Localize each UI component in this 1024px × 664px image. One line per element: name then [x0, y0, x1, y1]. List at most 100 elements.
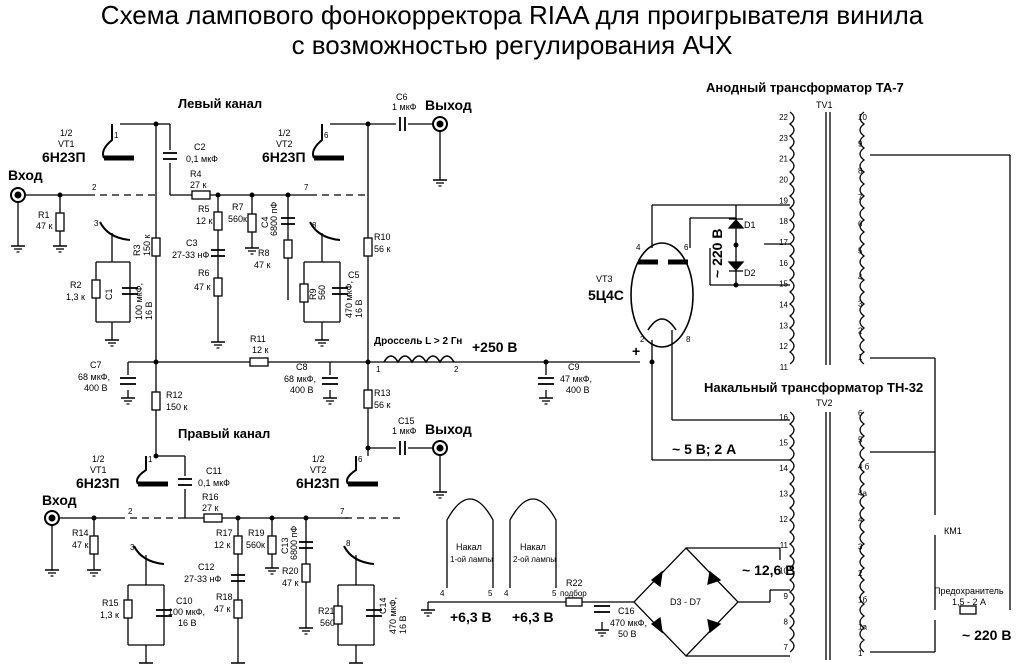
- c7-value2: 400 В: [84, 383, 108, 393]
- right-vt1-name: VT1: [90, 465, 107, 475]
- c12-label: C12: [198, 562, 215, 572]
- r16-value: 27 к: [202, 503, 219, 513]
- svg-text:4: 4: [504, 589, 509, 598]
- c11-label: C11: [206, 466, 222, 476]
- r18-value: 47 к: [214, 604, 231, 614]
- ac12-label: ~ 12,6 В: [742, 562, 795, 578]
- tv1-right-pin: 4: [858, 273, 863, 282]
- svg-text:3: 3: [130, 543, 135, 552]
- r3-body: [151, 237, 161, 257]
- km1-label: КМ1: [944, 526, 962, 536]
- c7-label: C7: [90, 360, 102, 370]
- svg-text:2: 2: [640, 335, 645, 344]
- r20-body: [301, 563, 311, 583]
- v63b-label: +6,3 В: [512, 609, 554, 625]
- d1-label: D1: [744, 220, 756, 230]
- tv1-right-pin: 8: [858, 166, 863, 175]
- svg-text:1: 1: [376, 365, 381, 374]
- c5-label: C5: [348, 270, 360, 280]
- svg-text:2: 2: [92, 183, 97, 192]
- ac220-vertical-label: ~ 220 В: [709, 229, 725, 278]
- tv1-left-pin: 20: [779, 176, 788, 185]
- r13-label: R13: [374, 388, 391, 398]
- tv2-left-pin: 9: [784, 592, 789, 601]
- c8-value2: 400 В: [290, 385, 314, 395]
- fuse-line1: Предохранитель: [934, 586, 1004, 596]
- c16-label: C16: [618, 606, 635, 616]
- c11-value: 0,1 мкФ: [198, 478, 230, 488]
- c1-value2: 16 В: [144, 301, 154, 320]
- r14-value: 47 к: [72, 540, 89, 550]
- c6-value: 1 мкФ: [392, 102, 417, 112]
- r21-value: 560: [320, 618, 335, 628]
- tv1-right-pin: 7: [858, 193, 863, 202]
- filament-transformer-heading: Накальный трансформатор ТН-32: [704, 380, 923, 395]
- c8-value: 68 мкФ,: [284, 374, 316, 384]
- r7-value: 560к: [228, 214, 247, 224]
- r21-label: R21: [318, 606, 335, 616]
- svg-text:2: 2: [454, 365, 459, 374]
- r15-body: [123, 599, 133, 619]
- r19-body: [267, 535, 277, 555]
- c10-label: C10: [176, 596, 193, 606]
- r5-label: R5: [198, 204, 210, 214]
- left-input-label: Вход: [8, 167, 43, 183]
- r20-label: R20: [282, 566, 299, 576]
- r6-value: 47 к: [194, 282, 211, 292]
- tv1-left-pin: 11: [780, 363, 789, 372]
- svg-text:7: 7: [304, 183, 309, 192]
- b-plus-label: +250 В: [472, 339, 518, 355]
- r11-value: 12 к: [252, 345, 269, 355]
- r8-body: [283, 239, 293, 259]
- left-vt1-type: 6Н23П: [42, 149, 86, 165]
- r13-value: 56 к: [374, 400, 391, 410]
- c9-label: C9: [568, 362, 580, 372]
- tv2-label: TV2: [816, 398, 833, 408]
- c8-label: C8: [296, 362, 308, 372]
- fuse-body: [959, 605, 977, 615]
- tv2-left-pin: 15: [779, 439, 788, 448]
- r2-body: [91, 279, 101, 299]
- tv2-right-pin: 3: [858, 542, 863, 551]
- heater1-line1: Накал: [456, 542, 482, 552]
- r19-label: R19: [248, 528, 265, 538]
- c13-label: C13: [280, 537, 290, 554]
- r12-label: R12: [166, 390, 183, 400]
- r15-value: 1,3 к: [100, 610, 119, 620]
- svg-text:5: 5: [488, 589, 493, 598]
- c14-value2: 16 В: [398, 615, 408, 634]
- r21-body: [333, 605, 343, 625]
- r2-value: 1,3 к: [66, 292, 85, 302]
- right-vt2-ref: 1/2: [312, 454, 325, 464]
- r9-label: R9: [308, 288, 318, 300]
- c16-value: 470 мкФ,: [610, 618, 647, 628]
- vt3-type: 5Ц4С: [588, 287, 624, 303]
- r16-label: R16: [202, 492, 219, 502]
- svg-text:4: 4: [636, 243, 641, 252]
- svg-text:8: 8: [312, 221, 317, 230]
- c5-value2: 16 В: [354, 299, 364, 318]
- left-vt1-name: VT1: [58, 139, 75, 149]
- svg-text:8: 8: [686, 335, 691, 344]
- c4-label: C4: [260, 216, 270, 228]
- r8-label: R8: [258, 248, 270, 258]
- r14-body: [89, 535, 99, 555]
- left-channel-heading: Левый канал: [178, 96, 262, 111]
- tv1-left-pin: 15: [779, 280, 788, 289]
- c9-value2: 400 В: [566, 385, 590, 395]
- c10-value2: 16 В: [178, 618, 197, 628]
- tv2-left-pin: 8: [784, 617, 789, 626]
- tv1-left-pin: 23: [779, 134, 788, 143]
- ac5-label: ~ 5 В; 2 А: [672, 441, 736, 457]
- tv1-left-pin: 13: [779, 321, 788, 330]
- right-output-label: Выход: [425, 421, 472, 437]
- tv1-left-pin: 18: [779, 217, 788, 226]
- tv2-left-pin: 11: [780, 541, 789, 550]
- d2-label: D2: [744, 268, 756, 278]
- heater1-line2: 1-ой лампы: [450, 555, 493, 564]
- r9-value: 560: [317, 285, 327, 300]
- r6-label: R6: [198, 268, 210, 278]
- right-vt1-ref: 1/2: [92, 454, 105, 464]
